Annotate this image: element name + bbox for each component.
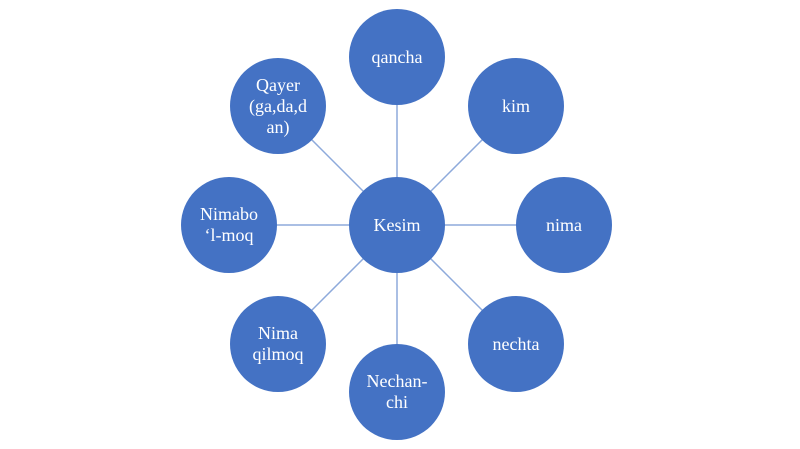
node-nima-qilmoq: Nima qilmoq	[230, 296, 326, 392]
node-nimabolmoq-label: Nimabo ‘l-moq	[200, 204, 258, 245]
node-nima: nima	[516, 177, 612, 273]
node-qayer: Qayer (ga,da,d an)	[230, 58, 326, 154]
node-nimabolmoq: Nimabo ‘l-moq	[181, 177, 277, 273]
center-node-label: Kesim	[373, 214, 421, 235]
node-nechanchi: Nechan- chi	[349, 344, 445, 440]
node-nima-qilmoq-label: Nima qilmoq	[252, 323, 304, 364]
node-kim: kim	[468, 58, 564, 154]
node-nima-label: nima	[546, 214, 582, 235]
node-qancha-label: qancha	[371, 46, 423, 67]
node-kim-label: kim	[501, 95, 530, 116]
node-nechta: nechta	[468, 296, 564, 392]
node-qancha: qancha	[349, 9, 445, 105]
node-qayer-label: Qayer (ga,da,d an)	[249, 74, 307, 137]
node-nechta-label: nechta	[492, 333, 540, 354]
node-nechanchi-label: Nechan- chi	[366, 371, 428, 412]
center-node: Kesim	[349, 177, 445, 273]
